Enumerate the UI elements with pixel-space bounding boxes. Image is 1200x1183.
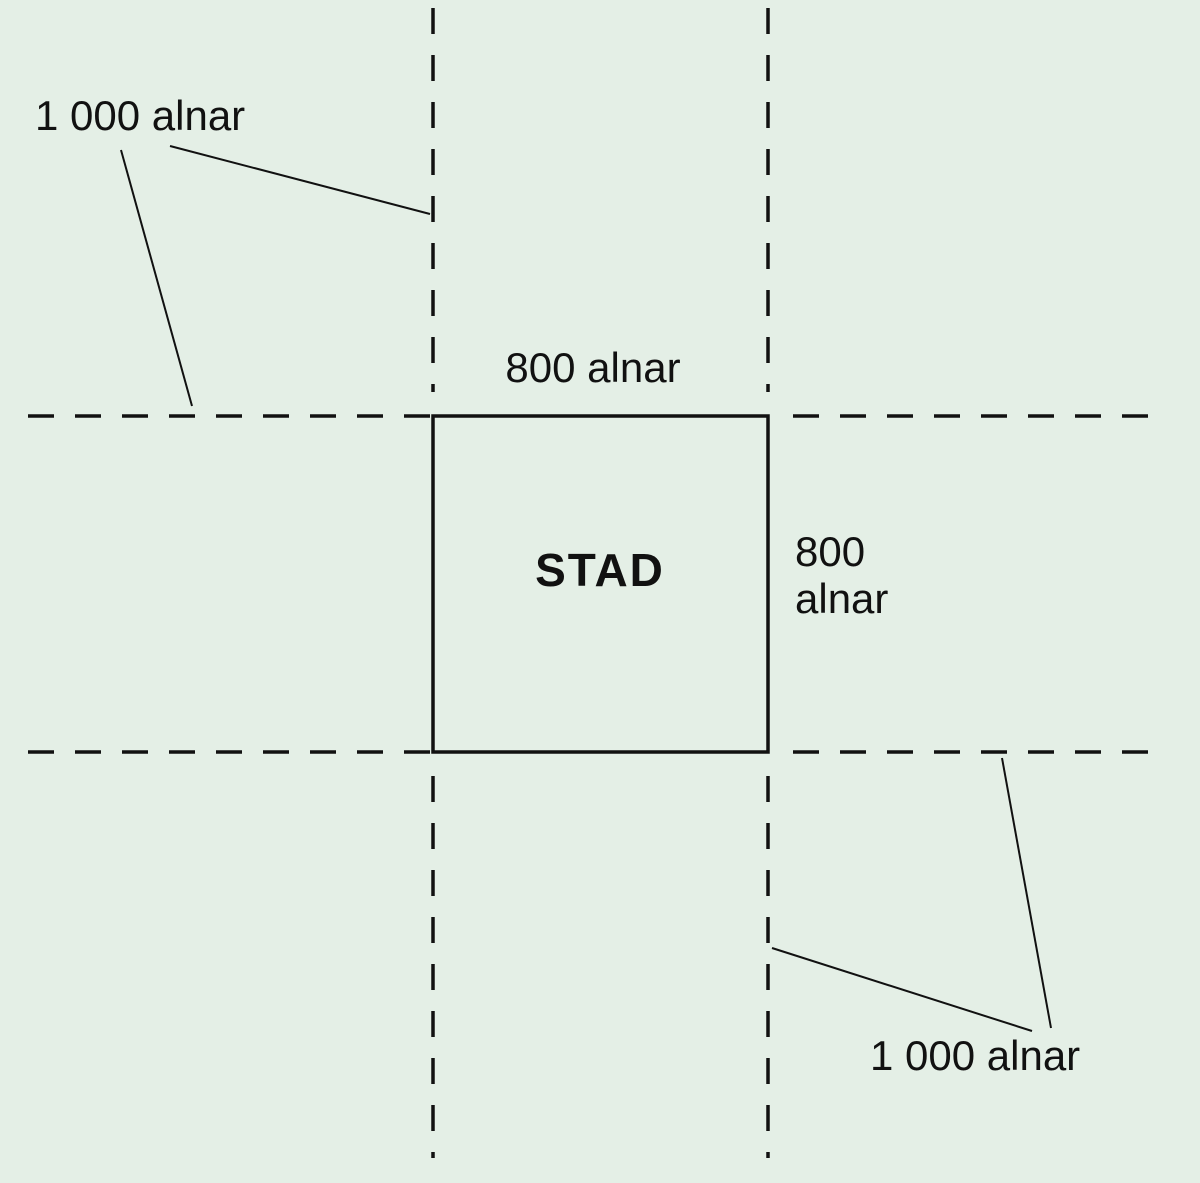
label-pasture-top-left: 1 000 alnar (35, 92, 245, 139)
callout-line-bottom-right-to-vertical (771, 947, 1033, 1032)
label-city-height-line1: 800 (795, 528, 865, 575)
label-pasture-bottom-right: 1 000 alnar (870, 1032, 1080, 1079)
label-city-height-line2: alnar (795, 575, 888, 622)
callout-line-top-left-to-horizontal (120, 149, 193, 407)
label-city-width: 800 alnar (505, 344, 680, 391)
label-city-name: STAD (535, 544, 665, 596)
callout-line-top-left-to-vertical (169, 145, 431, 215)
callout-line-bottom-right-to-horizontal (1001, 757, 1052, 1029)
city-square (431, 414, 770, 754)
